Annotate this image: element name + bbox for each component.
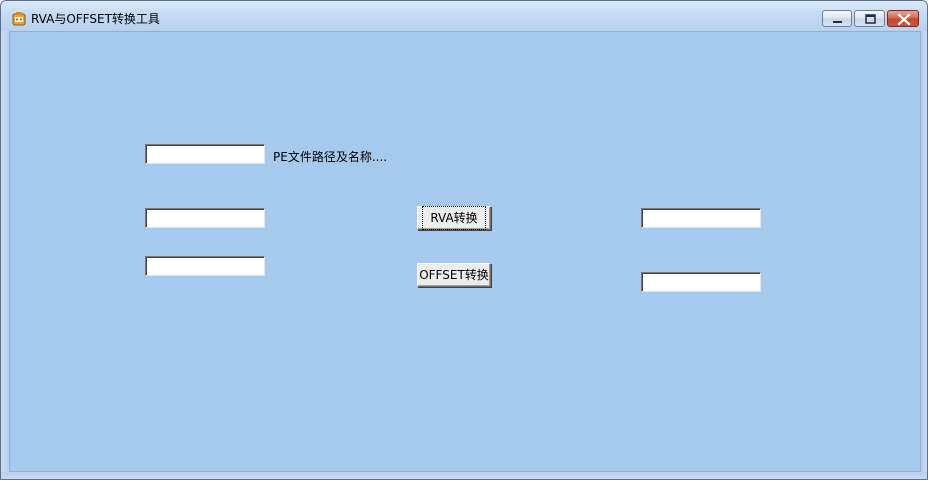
rva-convert-button[interactable]: RVA转换 bbox=[417, 206, 491, 230]
window-frame-left bbox=[1, 31, 9, 479]
close-button[interactable] bbox=[887, 10, 919, 27]
client-area bbox=[9, 31, 921, 472]
title-bar[interactable]: RVA与OFFSET转换工具 bbox=[1, 1, 927, 31]
window-title: RVA与OFFSET转换工具 bbox=[31, 12, 160, 26]
offset-result-output[interactable] bbox=[641, 272, 761, 292]
close-icon bbox=[897, 13, 911, 26]
minimize-icon bbox=[833, 21, 842, 23]
offset-convert-button-label: OFFSET转换 bbox=[419, 268, 489, 282]
minimize-button[interactable] bbox=[822, 10, 852, 27]
maximize-button[interactable] bbox=[854, 10, 885, 27]
window-frame-right bbox=[921, 31, 927, 479]
app-icon bbox=[11, 11, 27, 27]
offset-input[interactable] bbox=[145, 256, 265, 276]
offset-convert-button[interactable]: OFFSET转换 bbox=[417, 263, 491, 287]
pe-path-label: PE文件路径及名称.... bbox=[273, 150, 388, 164]
maximize-icon bbox=[865, 14, 876, 24]
rva-input[interactable] bbox=[145, 208, 265, 228]
rva-convert-button-label: RVA转换 bbox=[422, 206, 486, 230]
rva-result-output[interactable] bbox=[641, 208, 761, 228]
pe-path-input[interactable] bbox=[145, 144, 265, 164]
window-frame-bottom bbox=[1, 472, 927, 479]
